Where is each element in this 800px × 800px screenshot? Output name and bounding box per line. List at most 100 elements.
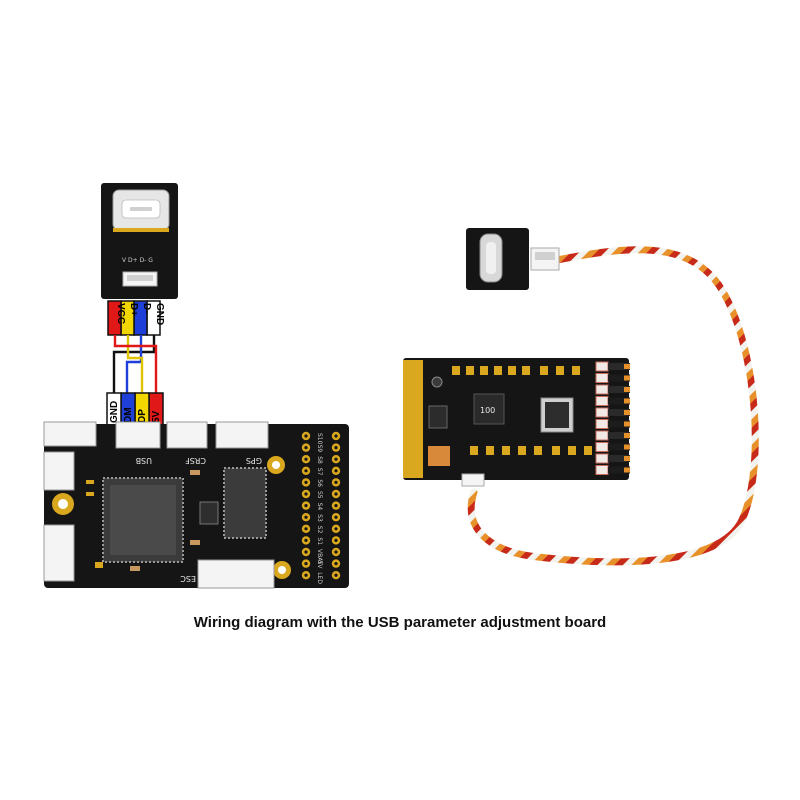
right-jst-connector [461, 473, 485, 487]
boot-button [431, 376, 443, 388]
header-pin-tip [624, 444, 630, 450]
header-pin-tip [624, 433, 630, 438]
type-c-board [466, 228, 560, 290]
pad-label: S6 [316, 479, 323, 487]
power-pad-block [403, 360, 423, 478]
adapter-pad-marks: V D+ D- G [122, 257, 153, 264]
twisted-cable [467, 246, 759, 566]
sensor-chip [199, 501, 219, 525]
header-pin-tip [624, 364, 630, 369]
pin-label-gnd-top: GND [154, 303, 165, 325]
pad-label: LED [316, 572, 323, 584]
crsf-port-connector [166, 421, 208, 449]
pad-label: VBAT [316, 549, 323, 565]
solder-pad-hole [334, 562, 338, 566]
gold-pad [552, 446, 560, 455]
header-pin [608, 420, 630, 428]
pad-label: 5V [316, 561, 323, 570]
solder-pad-hole [304, 492, 308, 496]
gold-pad [470, 446, 478, 455]
port-label-usb: USB [136, 456, 152, 465]
left-side-connector-a [43, 451, 75, 491]
header-socket [595, 430, 609, 441]
header-pin [608, 466, 630, 474]
header-socket [595, 396, 609, 406]
solder-pad-hole [304, 550, 308, 554]
pad-label: S9 [316, 445, 323, 453]
header-pin-tip [624, 375, 630, 381]
header-pin-tip [624, 398, 630, 404]
pin-label-5v: 5V [151, 410, 162, 423]
pad-label: S10 [316, 433, 323, 445]
pad-label: S2 [316, 526, 323, 534]
solder-pad-hole [334, 504, 338, 508]
gold-pad [494, 366, 502, 375]
pad-label: S4 [316, 503, 323, 511]
mounting-hole-top-right [267, 456, 285, 474]
solder-pad-hole [334, 469, 338, 473]
solder-pad-hole [304, 469, 308, 473]
secondary-chip [223, 467, 267, 539]
gold-pad [480, 366, 488, 375]
usb-port-connector [115, 421, 161, 449]
header-pin-tip [624, 456, 630, 461]
header-pin [608, 363, 630, 370]
pad-label: S5 [316, 491, 323, 499]
header-socket [595, 465, 609, 475]
solder-pad-hole [304, 527, 308, 531]
gold-pad [508, 366, 516, 375]
header-pin [608, 386, 630, 393]
header-socket [595, 453, 609, 464]
solder-pad-hole [334, 573, 338, 577]
solder-pad-hole [334, 538, 338, 543]
solder-pad-hole [304, 457, 308, 461]
right-gold-pads [452, 366, 592, 455]
gold-pad [572, 366, 580, 375]
gold-pad [522, 366, 530, 375]
adapter-wire-crossover [112, 335, 158, 393]
solder-pad-hole [304, 538, 308, 543]
gps-port-connector [215, 421, 269, 449]
header-pin [608, 374, 630, 382]
gold-pad [518, 446, 526, 455]
header-pin [608, 397, 630, 405]
pin-label-dminus: D- [141, 303, 152, 314]
capacitor-block [428, 446, 450, 466]
left-side-connector-b [43, 524, 75, 582]
wire-dminus [125, 335, 143, 393]
header-socket [595, 442, 609, 452]
header-socket [595, 407, 609, 418]
header-socket [595, 419, 609, 429]
usb-adapter-board: V D+ D- G [101, 183, 178, 299]
adapter-pin-labels-top: GND D- D+ VCC [107, 300, 165, 336]
header-socket [595, 373, 609, 383]
pin-label-dm: DM [123, 407, 134, 423]
right-fc-board: 100 [403, 358, 630, 487]
diagram-caption: Wiring diagram with the USB parameter ad… [193, 614, 607, 631]
adapter-pin-labels-bottom: GND DM DP 5V [106, 392, 164, 426]
gold-pad [486, 446, 494, 455]
pin-label-gnd-bottom: GND [109, 401, 120, 423]
port-label-esc: ESC [180, 574, 196, 583]
mounting-hole-left [52, 493, 74, 515]
solder-pad-hole [334, 434, 338, 438]
pad-label: S8 [316, 456, 323, 464]
header-pin-tip [624, 387, 630, 392]
pin-label-vcc: VCC [115, 303, 126, 324]
solder-pad-hole [334, 457, 338, 461]
solder-pad-hole [304, 515, 308, 519]
pad-label: S3 [316, 514, 323, 522]
port-label-gps: GPS [246, 456, 262, 465]
solder-pad-hole [334, 492, 338, 496]
mounting-hole-bottom-right [273, 561, 291, 579]
voltage-regulator [428, 405, 448, 429]
gold-pad [534, 446, 542, 455]
pad-label: S7 [316, 468, 323, 476]
solder-pad-hole [334, 446, 338, 450]
flight-controller-board: USB CRSF GPS ESC S10S9S8S7S6S5S4S3S2S1VB… [43, 421, 349, 589]
solder-pad-hole [334, 515, 338, 519]
gold-pad [540, 366, 548, 375]
esc-port-connector [197, 559, 275, 589]
